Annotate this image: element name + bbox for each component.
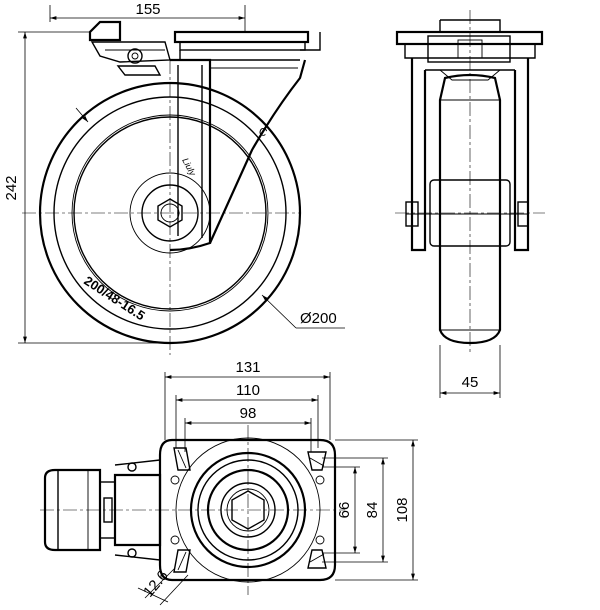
bolt-holes (170, 447, 327, 573)
top-plate-front (395, 19, 544, 63)
dim-12-6-label: 12.6 (140, 567, 172, 600)
dim-wheel-diameter-label: Ø200 (300, 310, 337, 327)
dim-110-label: 110 (236, 382, 260, 399)
dim-66-label: 66 (336, 502, 353, 519)
side-view: 200/48-16.5 Liuly C 155 242 Ø200 (3, 1, 345, 355)
dim-98-label: 98 (240, 405, 257, 422)
bolt-hole-bottom-left (173, 549, 191, 573)
dim-84: 84 (322, 457, 388, 563)
dim-84-label: 84 (364, 502, 381, 519)
fork-side (169, 58, 307, 252)
dim-108: 108 (335, 439, 418, 581)
dim-wheel-diameter: Ø200 (75, 107, 345, 329)
dim-108-label: 108 (394, 497, 411, 522)
bolt-hole-top-left (173, 447, 191, 471)
mounting-plate (158, 438, 337, 582)
front-view: 45 (395, 10, 545, 398)
plan-view: 131 110 98 66 84 (40, 359, 418, 606)
dim-242-label: 242 (3, 175, 20, 200)
dim-155-label: 155 (135, 1, 160, 18)
bolt-hole-bottom-right (307, 549, 327, 569)
top-plate-side (173, 30, 321, 61)
dim-131-label: 131 (235, 359, 260, 376)
rotation-mark: C (257, 126, 269, 140)
dim-66: 66 (322, 466, 360, 554)
axle-front (405, 201, 529, 227)
dim-110: 110 (175, 382, 319, 448)
dim-12-6: 12.6 (137, 567, 189, 606)
brake-side (88, 20, 171, 76)
dim-45: 45 (439, 345, 501, 398)
dim-155: 155 (49, 1, 246, 32)
dim-131: 131 (164, 359, 331, 440)
dim-242: 242 (3, 31, 165, 344)
dim-45-label: 45 (462, 374, 479, 391)
bolt-hole-top-right (307, 451, 327, 471)
brand-marking-text: Liuly (180, 156, 198, 177)
dim-98: 98 (184, 405, 312, 452)
